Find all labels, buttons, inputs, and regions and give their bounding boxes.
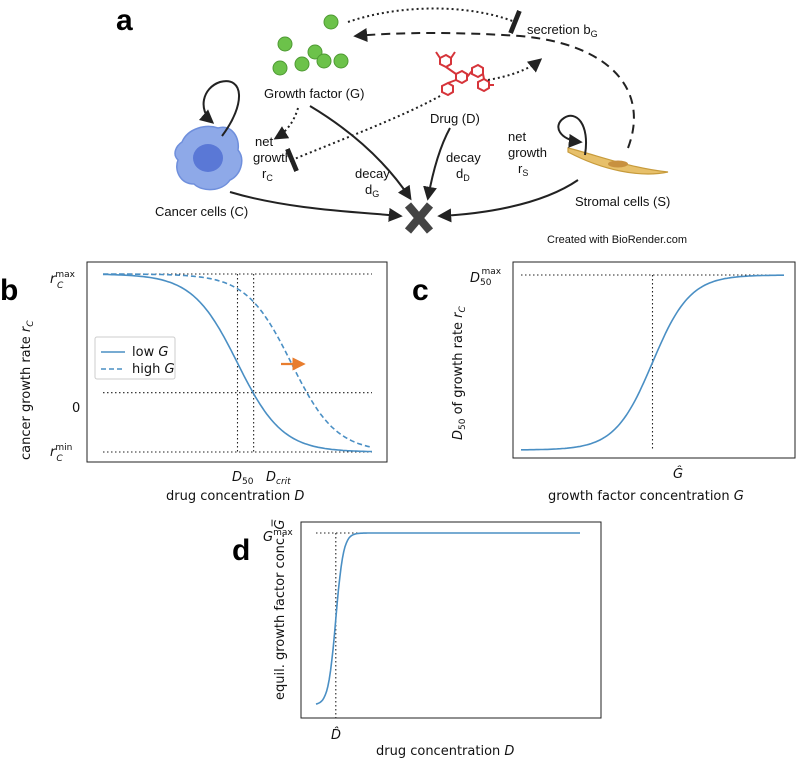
- panel-a: a Growth factor (G) Drug (D) secretion b…: [116, 4, 687, 246]
- stromal-label: Stromal cells (S): [575, 194, 670, 209]
- net-growth-s-label: net growth rS: [508, 129, 547, 178]
- panel-c-ytick-max: D50max: [470, 267, 502, 288]
- panel-d: d Gmax D̂ drug concentration D equil. gr…: [232, 519, 602, 759]
- svg-text:rC: rC: [262, 166, 273, 183]
- cancer-to-decay-arrow: [229, 191, 403, 222]
- panel-c-letter: c: [412, 274, 429, 307]
- decay-g-label: decay dG: [355, 166, 390, 199]
- svg-text:growth: growth: [253, 150, 292, 165]
- stromal-cell-icon: [567, 147, 669, 175]
- svg-text:decay: decay: [355, 166, 390, 181]
- cancer-label: Cancer cells (C): [155, 204, 248, 219]
- drug-promotes-secretion-arrow: [487, 58, 543, 81]
- panel-c-series: [521, 274, 784, 451]
- secretion-label: secretion bG: [527, 22, 598, 39]
- svg-text:dG: dG: [365, 182, 379, 199]
- panel-c-xlabel: growth factor concentration G: [548, 489, 744, 504]
- stromal-secretion-arrow: [353, 28, 635, 149]
- panel-b-legend: low G high G: [94, 336, 176, 380]
- panel-d-xlabel: drug concentration D: [376, 744, 514, 759]
- drug-icon: [435, 51, 494, 97]
- panel-d-xtick-dhat: D̂: [331, 728, 341, 743]
- growth-factor-label: Growth factor (G): [264, 86, 364, 101]
- drug-decay-arrow: [423, 127, 451, 201]
- panel-c-ylabel: D50 of growth rate rC: [451, 305, 468, 440]
- panel-d-ytick-max: Gmax: [263, 528, 293, 545]
- svg-text:growth: growth: [508, 145, 547, 160]
- drug-label: Drug (D): [430, 111, 480, 126]
- panel-b-series-low-g: [102, 273, 373, 453]
- panel-d-ylabel: equil. growth factor conc. G̅: [272, 519, 288, 700]
- panel-b-ytick-zero: 0: [72, 401, 80, 416]
- decay-d-label: decay dD: [446, 150, 481, 183]
- panel-b-series-high-g: [103, 273, 373, 449]
- stromal-to-decay-arrow: [437, 179, 579, 223]
- svg-text:net: net: [508, 129, 526, 144]
- stromal-self-loop-arrow: [557, 114, 587, 156]
- svg-text:dD: dD: [456, 166, 470, 183]
- panel-b-xtick-d50: D50: [232, 470, 254, 487]
- panel-d-series: [315, 532, 580, 705]
- cancer-self-loop-arrow: [198, 80, 240, 137]
- growth-factor-decay-arrow: [309, 105, 412, 201]
- panel-c-xtick-ghat: Ĝ: [673, 466, 683, 482]
- panel-b-xtick-dcrit: Dcrit: [266, 470, 291, 487]
- panel-d-frame: [300, 521, 602, 719]
- cancer-cell-icon: [174, 125, 243, 191]
- svg-text:rS: rS: [518, 161, 528, 178]
- panel-a-letter: a: [116, 4, 133, 37]
- gf-promotes-growth-arrow: [273, 107, 299, 140]
- panel-d-letter: d: [232, 534, 250, 567]
- panel-c-frame: [512, 261, 796, 459]
- panel-b-ylabel: cancer growth rate rC: [19, 320, 36, 460]
- legend-entry-high-g: high G: [132, 362, 175, 377]
- drug-inhibits-growth-arrow: [285, 95, 441, 173]
- net-growth-c-label: net growth rC: [253, 134, 292, 183]
- panel-b-frame: [86, 261, 388, 463]
- legend-entry-low-g: low G: [132, 345, 168, 360]
- gf-inhibits-secretion-arrow: [347, 7, 522, 35]
- panel-b-letter: b: [0, 274, 18, 307]
- biorender-credit: Created with BioRender.com: [547, 234, 687, 246]
- decay-x-icon: [404, 202, 434, 234]
- svg-text:decay: decay: [446, 150, 481, 165]
- panel-b-xlabel: drug concentration D: [166, 489, 304, 504]
- svg-text:net: net: [255, 134, 273, 149]
- panel-c: c D50max Ĝ growth factor concentration G…: [412, 261, 796, 504]
- growth-factor-icon: [272, 14, 349, 76]
